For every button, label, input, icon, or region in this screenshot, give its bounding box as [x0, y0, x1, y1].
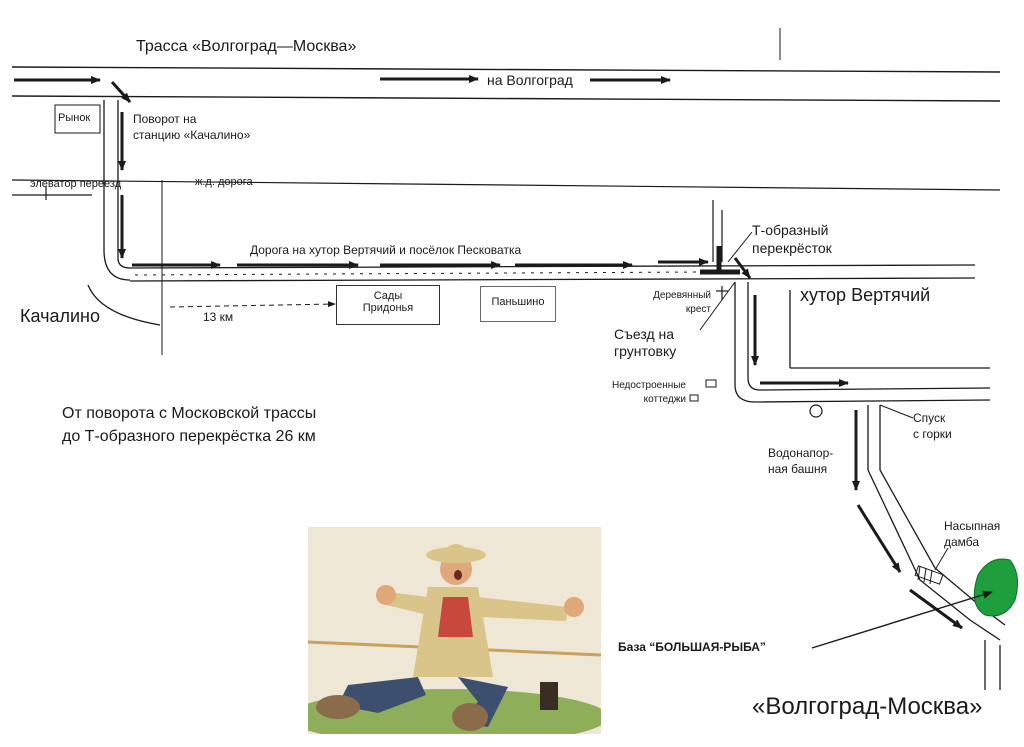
base-lake	[973, 558, 1019, 617]
sady-pridonya-box: Сады Придонья	[336, 285, 440, 325]
descent-label-2: с горки	[913, 427, 952, 441]
fisherman-illustration	[308, 527, 601, 734]
cottages-marks	[689, 379, 717, 402]
cottages-label-2: коттеджи	[643, 394, 686, 405]
base-label: База “БОЛЬШАЯ-РЫБА”	[618, 640, 766, 654]
dam-label-2: дамба	[944, 535, 980, 549]
leader-dam	[934, 547, 949, 571]
footer-label: «Волгоград-Москва»	[752, 693, 983, 720]
exit-label-2: грунтовку	[614, 343, 677, 359]
cottages-label-1: Недостроенные	[611, 380, 686, 391]
side-road	[129, 264, 976, 282]
sady-label-2: Придонья	[362, 302, 414, 314]
turn-station-label: станцию «Качалино»	[133, 128, 251, 142]
elevator-label: элеватор переезд	[30, 178, 122, 190]
railway-label: ж.д. дорога	[195, 176, 253, 188]
t-junction	[700, 200, 740, 275]
dam-hatch	[914, 565, 944, 585]
wooden-cross-mark	[716, 286, 728, 300]
arrow-turn-diagonal	[110, 80, 132, 104]
market-label: Рынок	[58, 112, 91, 124]
leader-descent	[879, 404, 914, 419]
leader-exit	[699, 281, 736, 331]
t-junction-label-1: Т-образный	[752, 222, 829, 238]
tower-label-2: ная башня	[768, 462, 828, 476]
highway-label: Трасса «Волгоград—Москва»	[136, 38, 357, 55]
to-volgograd-label: на Волгоград	[487, 72, 573, 88]
tower-label-1: Водонапор-	[768, 446, 834, 460]
panshino-box: Паньшино	[480, 286, 556, 322]
cross-label-2: крест	[685, 304, 711, 315]
distance-label-2: до Т-образного перекрёстка 26 км	[62, 428, 316, 445]
panshino-label: Паньшино	[491, 296, 545, 308]
cross-label-1: Деревянный	[653, 290, 711, 301]
turn-label: Поворот на	[133, 112, 197, 126]
arrow-base	[811, 590, 993, 649]
water-tower-mark	[809, 404, 823, 418]
t-junction-label-2: перекрёсток	[752, 240, 832, 256]
arrow-t-junction	[733, 257, 752, 279]
descent-road	[867, 405, 1006, 690]
khutor-road	[734, 282, 991, 403]
arrow-descent-2	[856, 504, 902, 573]
kachalino-label: Качалино	[20, 306, 100, 326]
road-label: Дорога на хутор Вертячий и посёлок Песко…	[250, 243, 522, 257]
side-road-arrows	[132, 258, 709, 269]
exit-label-1: Съезд на	[614, 326, 675, 342]
distance-label-1: От поворота с Московской трассы	[62, 405, 317, 422]
market-box	[54, 104, 101, 134]
descent-label-1: Спуск	[913, 411, 946, 425]
dam-label-1: Насыпная	[944, 519, 1001, 533]
highway-road	[11, 28, 1001, 102]
sady-label-1: Сады	[373, 290, 403, 302]
khutor-label: хутор Вертячий	[800, 285, 931, 305]
leader-t-junction	[727, 231, 753, 263]
distance-13km-dashed	[169, 301, 336, 308]
railway-line	[11, 179, 1001, 200]
km13-label: 13 км	[203, 310, 234, 324]
